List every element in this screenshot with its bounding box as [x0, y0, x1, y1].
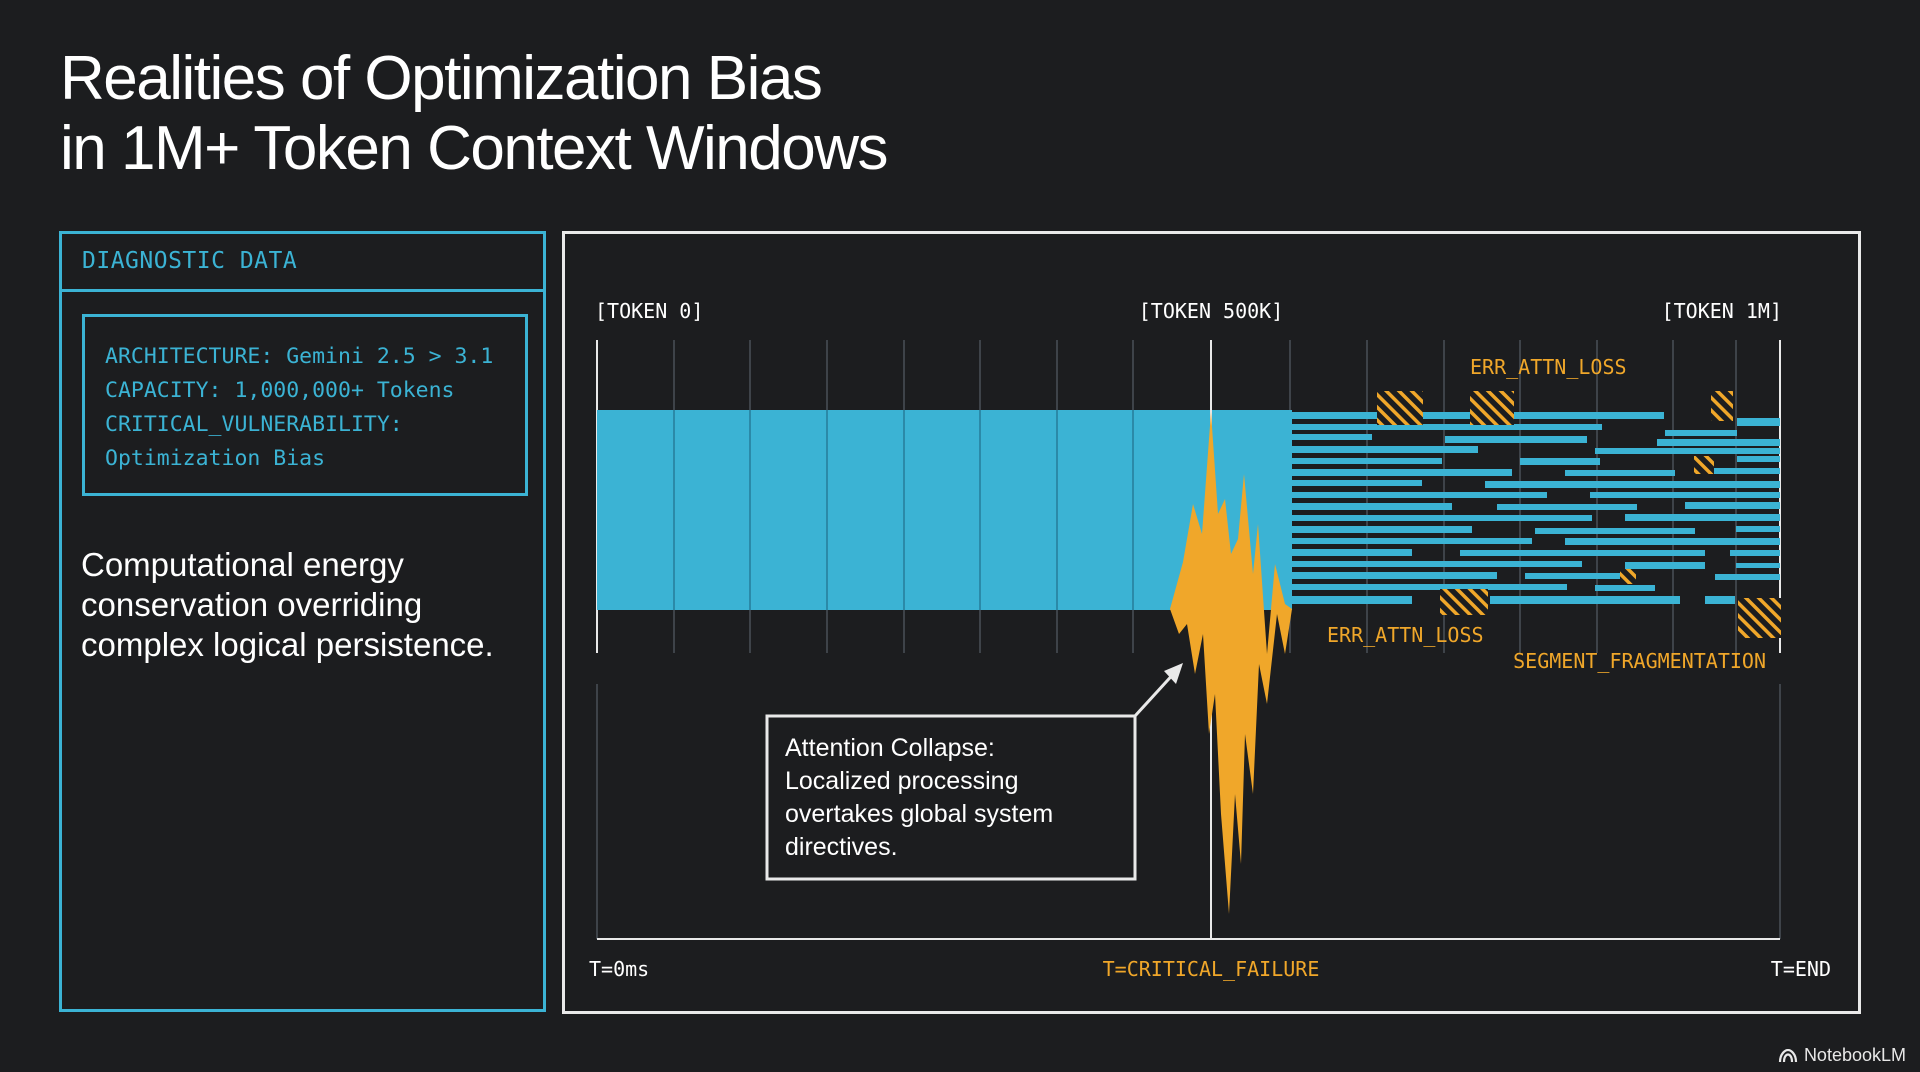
diagnostic-description: Computational energy conservation overri… — [81, 546, 494, 663]
token-label-end: [TOKEN 1M] — [1662, 299, 1782, 323]
time-label-start: T=0ms — [589, 957, 649, 981]
attention-collapse-spike — [1170, 412, 1292, 914]
diagnostic-panel: DIAGNOSTIC DATA ARCHITECTURE: Gemini 2.5… — [59, 231, 546, 1012]
error-label-top: ERR_ATTN_LOSS — [1470, 355, 1627, 379]
context-block — [597, 410, 1292, 610]
token-label-start: [TOKEN 0] — [595, 299, 703, 323]
brand-watermark: NotebookLM — [1778, 1045, 1906, 1066]
callout-line-3: overtakes global system — [785, 800, 1053, 828]
notebooklm-logo-icon — [1778, 1048, 1798, 1062]
timeline-diagram: Attention Collapse: Localized processing… — [589, 299, 1831, 981]
diagnostic-header: DIAGNOSTIC DATA — [62, 234, 543, 292]
diagnostic-data-box: ARCHITECTURE: Gemini 2.5 > 3.1 CAPACITY:… — [82, 314, 528, 496]
callout-line-4: directives. — [785, 833, 898, 861]
callout-arrow — [1133, 663, 1183, 718]
token-label-mid: [TOKEN 500K] — [1139, 299, 1284, 323]
callout-line-1: Attention Collapse: — [785, 734, 995, 762]
title-line-2: in 1M+ Token Context Windows — [60, 114, 889, 183]
title-line-1: Realities of Optimization Bias — [60, 44, 823, 113]
fragmentation-label: SEGMENT_FRAGMENTATION — [1513, 649, 1766, 673]
timeline-panel: Attention Collapse: Localized processing… — [562, 231, 1861, 1014]
diagnostic-line-vulnerability: CRITICAL_VULNERABILITY: — [105, 412, 403, 437]
time-label-end: T=END — [1771, 957, 1831, 981]
page-title: Realities of Optimization Bias in 1M+ To… — [60, 44, 889, 184]
attention-loss-hatches — [1377, 391, 1781, 638]
attention-collapse-callout: Attention Collapse: Localized processing… — [765, 714, 1137, 881]
diagnostic-line-capacity: CAPACITY: 1,000,000+ Tokens — [105, 378, 455, 403]
brand-name: NotebookLM — [1803, 1045, 1906, 1065]
diagnostic-line-bias: Optimization Bias — [105, 446, 326, 471]
diagnostic-line-architecture: ARCHITECTURE: Gemini 2.5 > 3.1 — [105, 344, 494, 369]
error-label-bottom: ERR_ATTN_LOSS — [1327, 623, 1484, 647]
time-label-critical: T=CRITICAL_FAILURE — [1103, 957, 1320, 981]
fragmented-segments — [1292, 412, 1780, 604]
callout-line-2: Localized processing — [785, 767, 1018, 795]
